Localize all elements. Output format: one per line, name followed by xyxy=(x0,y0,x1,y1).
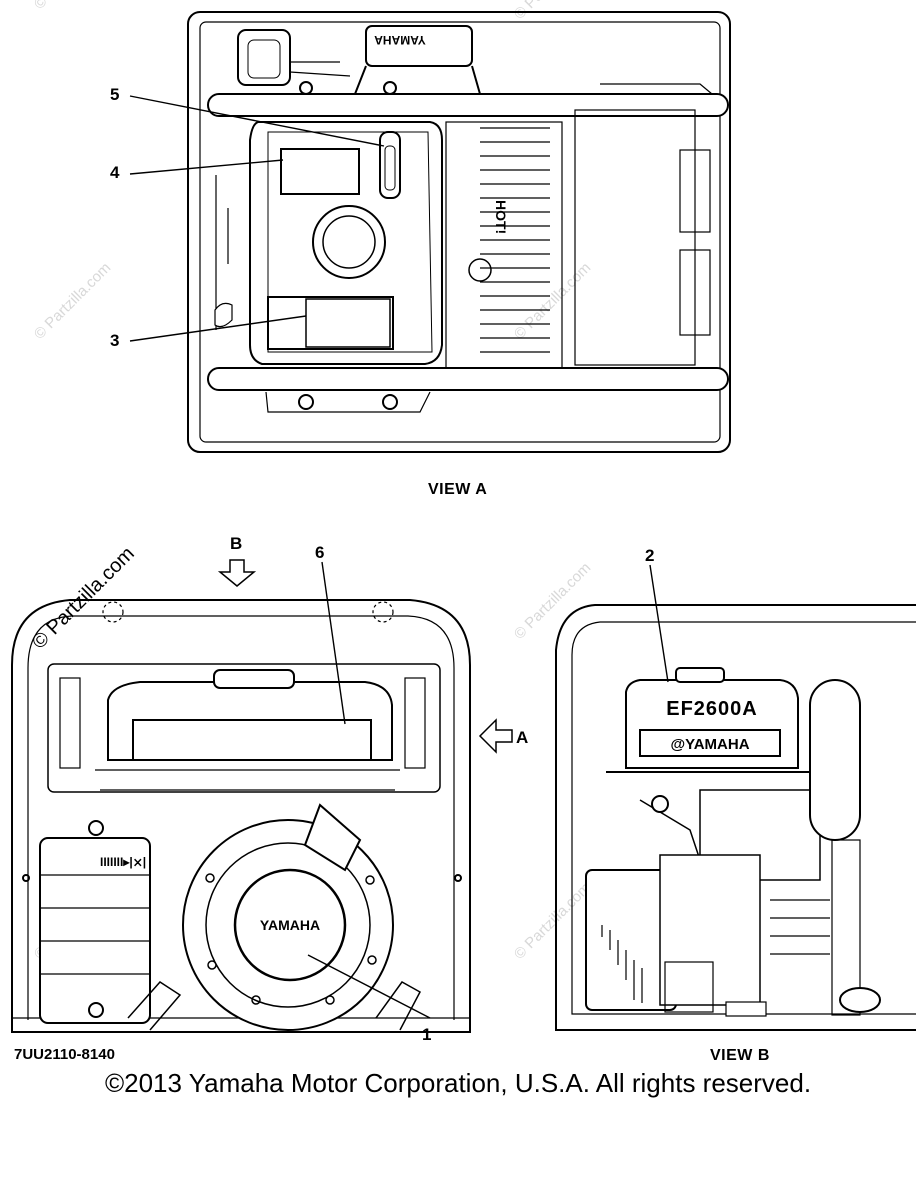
callout-5: 5 xyxy=(110,85,119,104)
watermark: © Partzilla.com xyxy=(511,259,594,342)
model-decal-text: EF2600A xyxy=(666,698,758,720)
arrow-b-label: B xyxy=(230,534,242,553)
arrow-b-icon xyxy=(217,559,257,587)
callout-3: 3 xyxy=(110,331,119,350)
brand-decal-text: @YAMAHA xyxy=(670,736,749,753)
view-a-label: VIEW A xyxy=(428,481,487,498)
view-b-leaders xyxy=(649,564,669,683)
watermark: © Partzilla.com xyxy=(511,559,594,642)
watermark-dark: © Partzilla.com xyxy=(28,543,139,654)
view-a-drawing xyxy=(187,11,731,453)
fuel-gauge-marks: IIIIIII▸|⨯| xyxy=(100,855,146,869)
view-b-drawing xyxy=(555,604,916,1031)
drawing-number: 7UU2110-8140 xyxy=(14,1046,115,1063)
view-a-leaders xyxy=(129,95,385,342)
callout-2: 2 xyxy=(645,546,654,565)
hot-warning-text: HOT! xyxy=(493,200,509,234)
watermark: © Partzilla.com xyxy=(31,0,114,13)
top-cap-text: YAMAHA xyxy=(374,33,426,47)
watermark: © Partzilla.com xyxy=(31,259,114,342)
callout-1: 1 xyxy=(422,1025,431,1044)
copyright-notice: ©2013 Yamaha Motor Corporation, U.S.A. A… xyxy=(104,1068,812,1098)
watermark: © Partzilla.com xyxy=(511,879,594,962)
starter-brand-text: YAMAHA xyxy=(260,917,320,933)
arrow-a-label: A xyxy=(516,728,528,747)
callout-4: 4 xyxy=(110,163,120,182)
callout-6: 6 xyxy=(315,543,324,562)
front-view-leaders xyxy=(307,561,431,1019)
arrow-a-icon xyxy=(478,718,513,754)
front-view-drawing xyxy=(11,599,471,1033)
view-b-label: VIEW B xyxy=(710,1047,770,1064)
